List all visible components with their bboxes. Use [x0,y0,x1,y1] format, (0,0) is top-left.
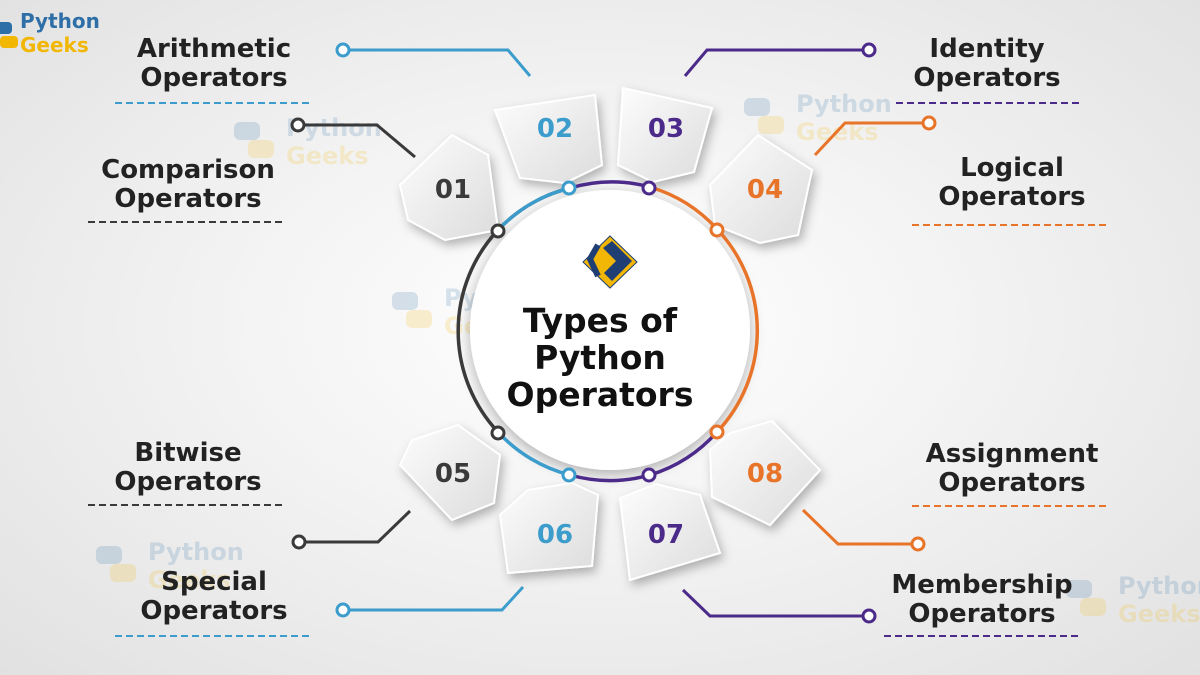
step-label-01: Comparison Operators [78,156,298,214]
brand-logo: Python Geeks [0,6,110,58]
watermark-logo: Python Geeks [230,116,400,172]
step-label-07-line1: Membership [891,570,1073,600]
watermark-line1: Python [148,538,244,566]
step-tile-06 [498,481,600,575]
step-tile-07 [618,482,722,582]
step-label-06-line1: Special [161,567,267,597]
step-label-05-line1: Bitwise [134,438,242,468]
step-label-04: Logical Operators [902,154,1122,212]
ring-node-08 [709,424,725,440]
step-tile-03 [616,86,714,184]
ring-node-04 [709,222,725,238]
connector-01 [300,123,416,159]
python-logo-icon [1066,580,1106,616]
step-number-01: 01 [434,175,472,205]
step-label-08: Assignment Operators [898,440,1126,498]
center-circle [470,190,750,470]
center-logo-icon [582,235,638,289]
connector-end-05 [291,534,307,550]
watermark-line2: Geeks [148,566,231,594]
step-label-05: Bitwise Operators [78,439,298,497]
watermark-logo: Python Geeks [740,92,910,148]
ring-node-06 [561,467,577,483]
python-logo-icon [0,22,18,48]
step-label-06: Special Operators [110,568,318,626]
connector-end-06 [335,602,351,618]
step-label-03-line1: Identity [929,34,1045,64]
connector-end-07 [861,608,877,624]
step-label-04-line1: Logical [960,153,1064,183]
step-label-07: Membership Operators [868,571,1096,629]
ring-arc-04 [649,185,759,434]
step-label-04-line2: Operators [938,182,1086,212]
watermark-line2: Geeks [286,142,369,170]
watermark-line2: Geeks [1118,600,1200,628]
step-label-02-line1: Arithmetic [136,34,292,64]
ring-node-05 [490,425,506,441]
step-label-01-line1: Comparison [101,155,275,185]
ring-arc-03 [569,180,651,190]
connector-03 [683,48,867,77]
step-label-05-line2: Operators [114,467,262,497]
connector-end-08 [910,536,926,552]
step-number-06: 06 [536,520,574,550]
brand-line2: Geeks [20,33,89,57]
connector-08 [801,508,916,546]
step-number-08: 08 [746,459,784,489]
step-number-03: 03 [647,114,685,144]
connector-end-01 [290,117,306,133]
step-number-02: 02 [536,114,574,144]
step-label-03-line2: Operators [913,63,1061,93]
connector-end-02 [335,42,351,58]
connector-end-04 [921,115,937,131]
watermark-logo: Python Geeks [92,540,262,596]
step-label-08-line2: Operators [938,468,1086,498]
connector-04 [813,121,927,157]
connector-02 [345,48,532,77]
brand-line1: Python [20,9,100,33]
connector-06 [345,585,525,612]
center-title: Types of Python Operators [480,302,720,413]
step-label-07-line2: Operators [908,599,1056,629]
watermark-logo: Python Geeks [1062,574,1200,630]
step-tile-08 [708,419,822,527]
ring-arc-06 [569,473,651,483]
watermark-line1: Python [1118,572,1200,600]
step-label-03: Identity Operators [882,35,1092,93]
center-title-line3: Operators [506,375,694,414]
step-label-02: Arithmetic Operators [110,35,318,93]
step-label-01-line2: Operators [114,184,262,214]
ring-node-07 [641,467,657,483]
connector-07 [681,588,867,618]
python-logo-icon [96,546,136,582]
ring-node-03 [641,180,657,196]
watermark-line1: Python [796,90,892,118]
python-logo-icon [392,292,432,328]
step-number-05: 05 [434,459,472,489]
center-title-line2: Python [534,338,666,377]
step-label-08-line1: Assignment [925,439,1099,469]
python-logo-icon [234,122,274,158]
ring-node-01 [490,223,506,239]
connector-end-03 [861,42,877,58]
step-tile-02 [493,93,604,185]
ring-node-02 [561,180,577,196]
center-title-line1: Types of [522,301,678,340]
connector-05 [301,509,412,544]
step-number-07: 07 [647,520,685,550]
step-label-06-line2: Operators [140,596,288,626]
step-number-04: 04 [746,175,784,205]
step-tile-05 [398,423,502,522]
python-logo-icon [744,98,784,134]
step-label-02-line2: Operators [140,63,288,93]
